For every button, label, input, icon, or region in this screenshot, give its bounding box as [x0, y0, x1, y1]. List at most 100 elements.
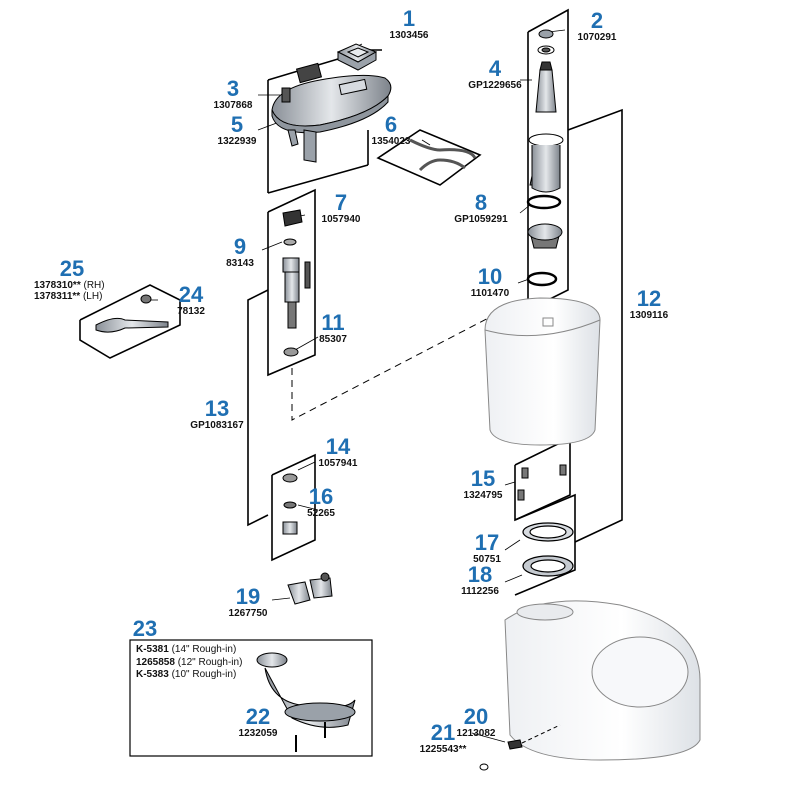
- callout-part-23: 23: [128, 618, 162, 640]
- callout-part-10: 10 1101470: [462, 266, 518, 299]
- part-number-17: 17: [474, 530, 500, 555]
- variant-desc: (14" Rough-in): [171, 644, 237, 655]
- group-brackets: [79, 8, 623, 757]
- part-code-11: 85307: [319, 334, 347, 345]
- part-code-2: 1070291: [577, 32, 617, 43]
- part-1-drawing: [336, 43, 378, 71]
- part-23-variant-12: 1265858 (12" Rough-in): [136, 657, 242, 670]
- part-25-variants: 1378310** (RH) 1378311** (LH): [34, 280, 105, 302]
- part-19-drawing: [287, 572, 333, 605]
- gaskets-drawing: [522, 522, 574, 577]
- part-25-variant-rh: 1378310** (RH): [34, 280, 105, 291]
- callout-part-5: 5 1322939: [212, 114, 262, 147]
- variant-desc: (12" Rough-in): [177, 656, 243, 668]
- part-code-21: 1225543**: [419, 744, 467, 755]
- callout-part-3: 3 1307868: [208, 78, 258, 111]
- part-number-9: 9: [233, 234, 247, 259]
- part-number-5: 5: [230, 112, 244, 137]
- part-15-drawing: [517, 464, 567, 501]
- callout-part-20: 20 1213082: [450, 706, 502, 739]
- callout-part-1: 1 1303456: [384, 8, 434, 41]
- tank-drawing: [484, 297, 601, 446]
- part-number-2: 2: [590, 8, 604, 33]
- variant-code: 1378310**: [34, 280, 81, 291]
- callout-part-9: 9 83143: [218, 236, 262, 269]
- part-code-15: 1324795: [463, 490, 503, 501]
- part-number-8: 8: [474, 190, 488, 215]
- part-code-16: 52265: [307, 508, 335, 519]
- part-code-8: GP1059291: [454, 214, 508, 225]
- part-number-16: 16: [308, 484, 334, 509]
- callout-part-19: 19 1267750: [222, 586, 274, 619]
- callout-part-7: 7 1057940: [316, 192, 366, 225]
- part-number-6: 6: [384, 112, 398, 137]
- part-number-18: 18: [467, 562, 493, 587]
- part-number-3: 3: [226, 76, 240, 101]
- callout-part-12: 12 1309116: [624, 288, 674, 321]
- part-code-17: 50751: [473, 554, 501, 565]
- callout-part-15: 15 1324795: [458, 468, 508, 501]
- part-number-24: 24: [178, 282, 204, 307]
- part-code-20: 1213082: [456, 728, 496, 739]
- part-23-variant-10: K-5383 (10" Rough-in): [136, 669, 242, 682]
- part-code-5: 1322939: [217, 136, 257, 147]
- callout-part-21: 21 1225543**: [412, 722, 474, 755]
- part-number-11: 11: [321, 310, 345, 335]
- variant-code: K-5381: [136, 644, 169, 655]
- part-number-15: 15: [470, 466, 496, 491]
- part-code-12: 1309116: [629, 310, 669, 321]
- part-number-4: 4: [488, 56, 502, 81]
- callout-part-16: 16 52265: [300, 486, 342, 519]
- callout-part-17: 17 50751: [466, 532, 508, 565]
- part-24-25-drawing: [95, 294, 169, 333]
- variant-code: K-5383: [136, 669, 169, 680]
- part-number-7: 7: [334, 190, 348, 215]
- part-number-20: 20: [463, 704, 489, 729]
- callout-part-24: 24 78132: [168, 284, 214, 317]
- part-code-4: GP1229656: [468, 80, 522, 91]
- part-code-13: GP1083167: [190, 420, 244, 431]
- part-code-18: 1112256: [461, 586, 499, 597]
- part-20-21-drawing: [479, 724, 561, 771]
- variant-side: (RH): [83, 280, 105, 291]
- part-number-12: 12: [636, 286, 662, 311]
- part-number-25: 25: [59, 256, 85, 281]
- part-code-7: 1057940: [321, 214, 361, 225]
- part-22-23-drawing: [256, 652, 356, 752]
- callout-part-18: 18 1112256: [454, 564, 506, 597]
- part-code-22: 1232059: [238, 728, 278, 739]
- callout-part-14: 14 1057941: [312, 436, 364, 469]
- callout-part-11: 11 85307: [310, 312, 356, 345]
- part-code-1: 1303456: [389, 30, 429, 41]
- part-code-3: 1307868: [213, 100, 253, 111]
- variant-code: 1378311**: [34, 291, 81, 302]
- bowl-drawing: [504, 600, 701, 761]
- part-code-9: 83143: [226, 258, 254, 269]
- part-25-variant-lh: 1378311** (LH): [34, 291, 105, 302]
- part-code-19: 1267750: [228, 608, 268, 619]
- part-number-22: 22: [245, 704, 271, 729]
- part-code-24: 78132: [177, 306, 205, 317]
- flush-valve-drawing: [526, 29, 564, 287]
- part-14-16-drawing: [282, 473, 298, 535]
- callout-part-4: 4 GP1229656: [462, 58, 528, 91]
- variant-desc: (10" Rough-in): [171, 669, 237, 680]
- callout-part-13: 13 GP1083167: [184, 398, 250, 431]
- part-code-10: 1101470: [470, 288, 510, 299]
- part-number-23: 23: [132, 616, 158, 641]
- part-23-variants: K-5381 (14" Rough-in) 1265858 (12" Rough…: [136, 644, 242, 682]
- part-3-5-drawing: [271, 62, 392, 163]
- callout-part-2: 2 1070291: [572, 10, 622, 43]
- part-6-drawing: [409, 138, 477, 172]
- callout-part-25: 25: [24, 258, 120, 280]
- part-code-14: 1057941: [318, 458, 358, 469]
- variant-side: (LH): [82, 291, 103, 302]
- callout-part-22: 22 1232059: [232, 706, 284, 739]
- callout-part-8: 8 GP1059291: [448, 192, 514, 225]
- part-number-14: 14: [325, 434, 351, 459]
- part-number-10: 10: [477, 264, 503, 289]
- part-23-variant-14: K-5381 (14" Rough-in): [136, 644, 242, 657]
- variant-code: 1265858: [136, 656, 175, 668]
- part-number-21: 21: [430, 720, 456, 745]
